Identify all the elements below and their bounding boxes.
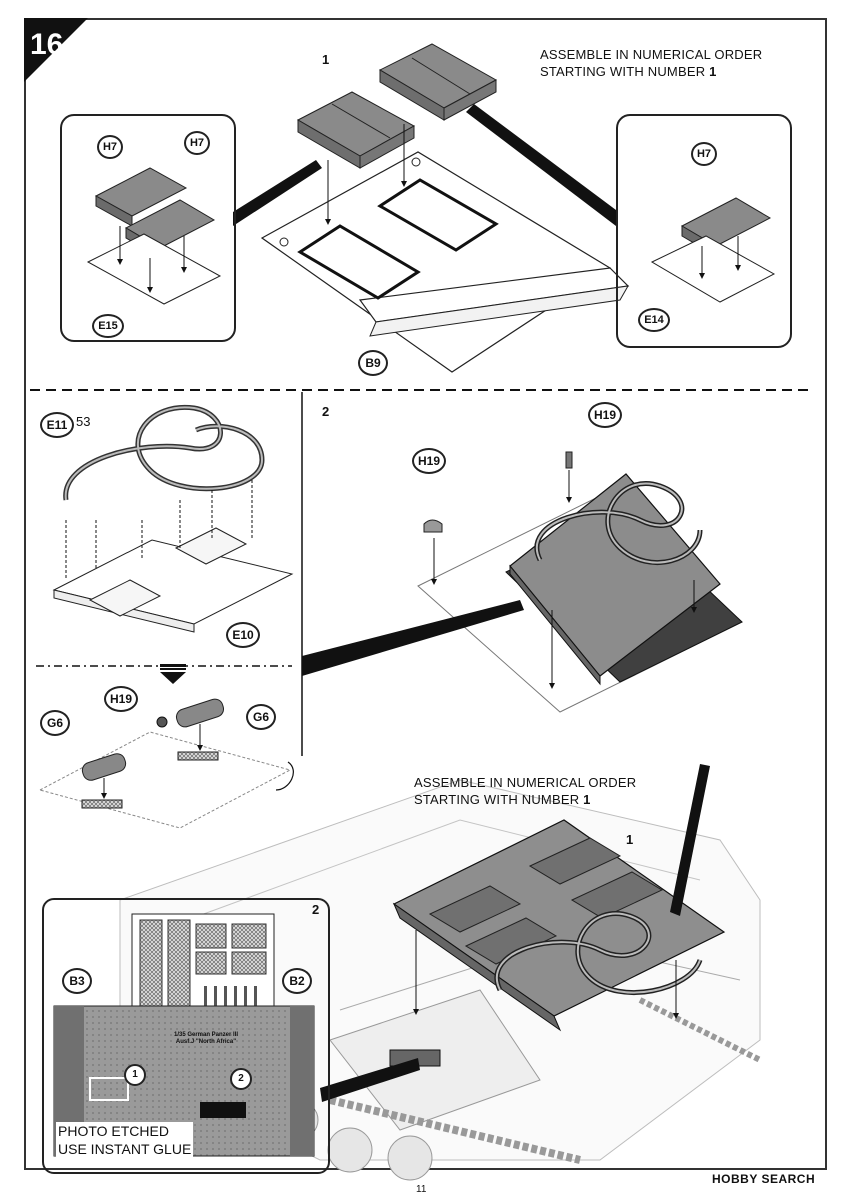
instruction-top: ASSEMBLE IN NUMERICAL ORDER STARTING WIT… [540, 46, 762, 80]
callout-h7-c: H7 [691, 142, 717, 166]
step-number: 16 [30, 28, 64, 61]
callout-b9: B9 [358, 350, 388, 376]
callout-wedge-right [466, 104, 616, 226]
g6-step [38, 698, 292, 829]
page-number: 11 [416, 1184, 427, 1195]
callout-e15: E15 [92, 314, 124, 338]
substep-number-2-mid: 2 [322, 404, 330, 419]
callout-g6-left: G6 [40, 710, 70, 736]
callout-wedge-mid [302, 600, 524, 676]
substep-number-2-photo: 2 [312, 902, 320, 917]
down-arrow-icon [160, 672, 186, 684]
instruction-bottom-line-1: ASSEMBLE IN NUMERICAL ORDER [414, 775, 637, 790]
hatch-pair-right [378, 43, 498, 121]
step2-deck [417, 451, 743, 713]
callout-h19-mid-b: H19 [588, 402, 622, 428]
instruction-line-1: ASSEMBLE IN NUMERICAL ORDER [540, 47, 763, 62]
photo-etched-label: PHOTO ETCHED USE INSTANT GLUE [56, 1122, 194, 1158]
etch-sheet-title: 1/35 German Panzer III Ausf.J "North Afr… [173, 1032, 239, 1045]
substep-number-1-top: 1 [322, 52, 330, 67]
hatch-pair-left [296, 91, 416, 169]
detail-box-right [616, 114, 792, 348]
hull-assembly [119, 779, 762, 1181]
instruction-line-2: STARTING WITH NUMBER 1 [540, 64, 717, 79]
hobby-search-watermark: HOBBY SEARCH [712, 1172, 816, 1186]
detail-left-content [86, 167, 222, 305]
e11-quantity: 53 [76, 414, 91, 429]
photo-box [42, 898, 330, 1174]
callout-h19-mid-a: H19 [412, 448, 446, 474]
cable-step-left [52, 404, 294, 633]
callout-b2: B2 [282, 968, 312, 994]
engine-deck-b9 [260, 151, 630, 373]
callout-h7-a: H7 [97, 135, 123, 159]
callout-wedge-left [233, 160, 322, 226]
callout-e11: E11 [40, 412, 74, 438]
detail-box-left [60, 114, 236, 342]
instruction-bottom: ASSEMBLE IN NUMERICAL ORDER STARTING WIT… [414, 774, 636, 808]
instruction-bottom-line-2: STARTING WITH NUMBER 1 [414, 792, 591, 807]
substep-number-1-bottom: 1 [626, 832, 634, 847]
detail-right-content [650, 197, 776, 303]
callout-g6-right: G6 [246, 704, 276, 730]
photo-marker-1: 1 [124, 1064, 146, 1086]
callout-h19-left: H19 [104, 686, 138, 712]
callout-e10: E10 [226, 622, 260, 648]
callout-h7-b: H7 [184, 131, 210, 155]
photo-marker-2: 2 [230, 1068, 252, 1090]
callout-b3: B3 [62, 968, 92, 994]
callout-e14: E14 [638, 308, 670, 332]
callout-wedge-photo [320, 1058, 420, 1102]
callout-wedge-bottom-right [670, 764, 710, 916]
